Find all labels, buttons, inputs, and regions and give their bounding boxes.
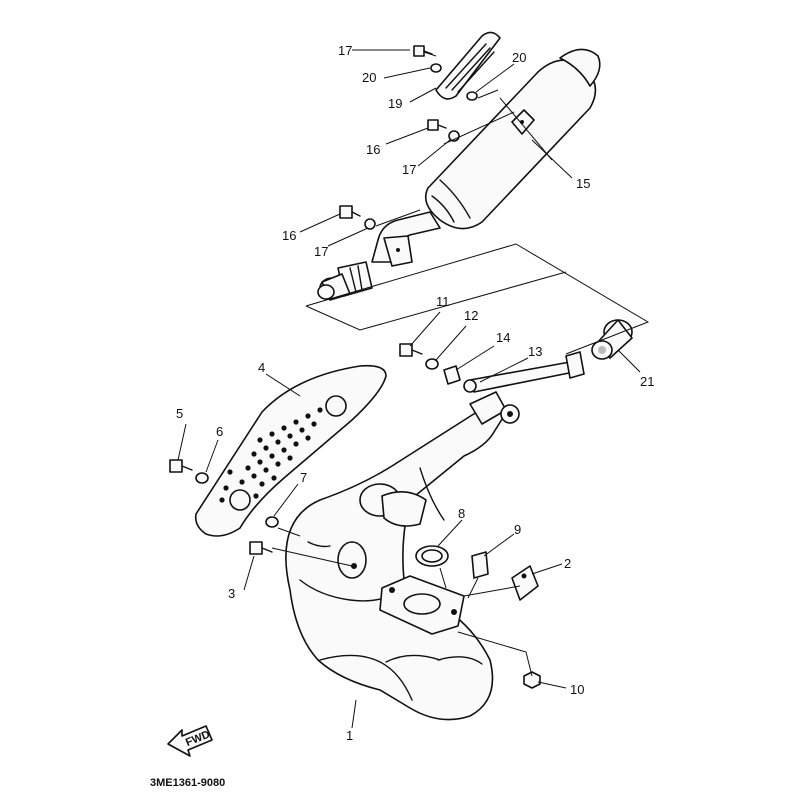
protector-part-4 xyxy=(194,364,387,537)
callout-3: 3 xyxy=(228,586,235,601)
callout-5: 5 xyxy=(176,406,183,421)
callout-21: 21 xyxy=(640,374,654,389)
callout-4: 4 xyxy=(258,360,265,375)
spring-9 xyxy=(471,551,489,579)
callout-1: 1 xyxy=(346,728,353,743)
callout-20b: 20 xyxy=(512,50,526,65)
protector-part-18 xyxy=(435,31,501,100)
washer-20b xyxy=(466,91,478,101)
callout-16a: 16 xyxy=(366,142,380,157)
bolt-16b xyxy=(339,205,361,219)
callout-7: 7 xyxy=(300,470,307,485)
washer-17b xyxy=(364,218,376,230)
callout-17a: 17 xyxy=(402,162,416,177)
leader-lines xyxy=(177,49,650,729)
muffler-part xyxy=(317,48,601,301)
callout-17b: 17 xyxy=(314,244,328,259)
callout-8: 8 xyxy=(458,506,465,521)
bolt-13 xyxy=(463,351,585,393)
callout-18: 19 xyxy=(388,96,402,111)
diagram-code: 3ME1361-9080 xyxy=(150,777,225,789)
callout-14: 14 xyxy=(496,330,510,345)
bolt-11 xyxy=(399,343,423,357)
hardware xyxy=(169,45,633,689)
nut-10 xyxy=(523,671,541,689)
callout-16b: 16 xyxy=(282,228,296,243)
callout-15: 15 xyxy=(576,176,590,191)
bolt-19 xyxy=(413,45,433,57)
callout-10: 10 xyxy=(570,682,584,697)
callout-6: 6 xyxy=(216,424,223,439)
forward-arrow-icon: FWD xyxy=(167,725,213,757)
washer-12 xyxy=(425,358,439,370)
bolt-5 xyxy=(169,459,193,473)
callout-13: 13 xyxy=(528,344,542,359)
callout-2: 2 xyxy=(564,556,571,571)
bolt-3 xyxy=(249,541,273,555)
callout-12: 12 xyxy=(464,308,478,323)
callout-numbers: 17 20 20 19 16 17 15 16 17 11 12 14 13 2… xyxy=(176,43,654,743)
washer-20a xyxy=(430,63,442,73)
bolt-16a xyxy=(427,119,447,131)
collar-14 xyxy=(443,365,461,385)
callout-20a: 20 xyxy=(362,70,376,85)
callout-19: 17 xyxy=(338,43,352,58)
washer-6 xyxy=(195,472,209,484)
callout-11: 11 xyxy=(436,294,450,309)
callout-9: 9 xyxy=(514,522,521,537)
grommet-21 xyxy=(591,319,633,360)
stay-2 xyxy=(511,565,539,601)
exhaust-pipe-part-1 xyxy=(285,391,520,721)
washer-7 xyxy=(265,516,279,528)
